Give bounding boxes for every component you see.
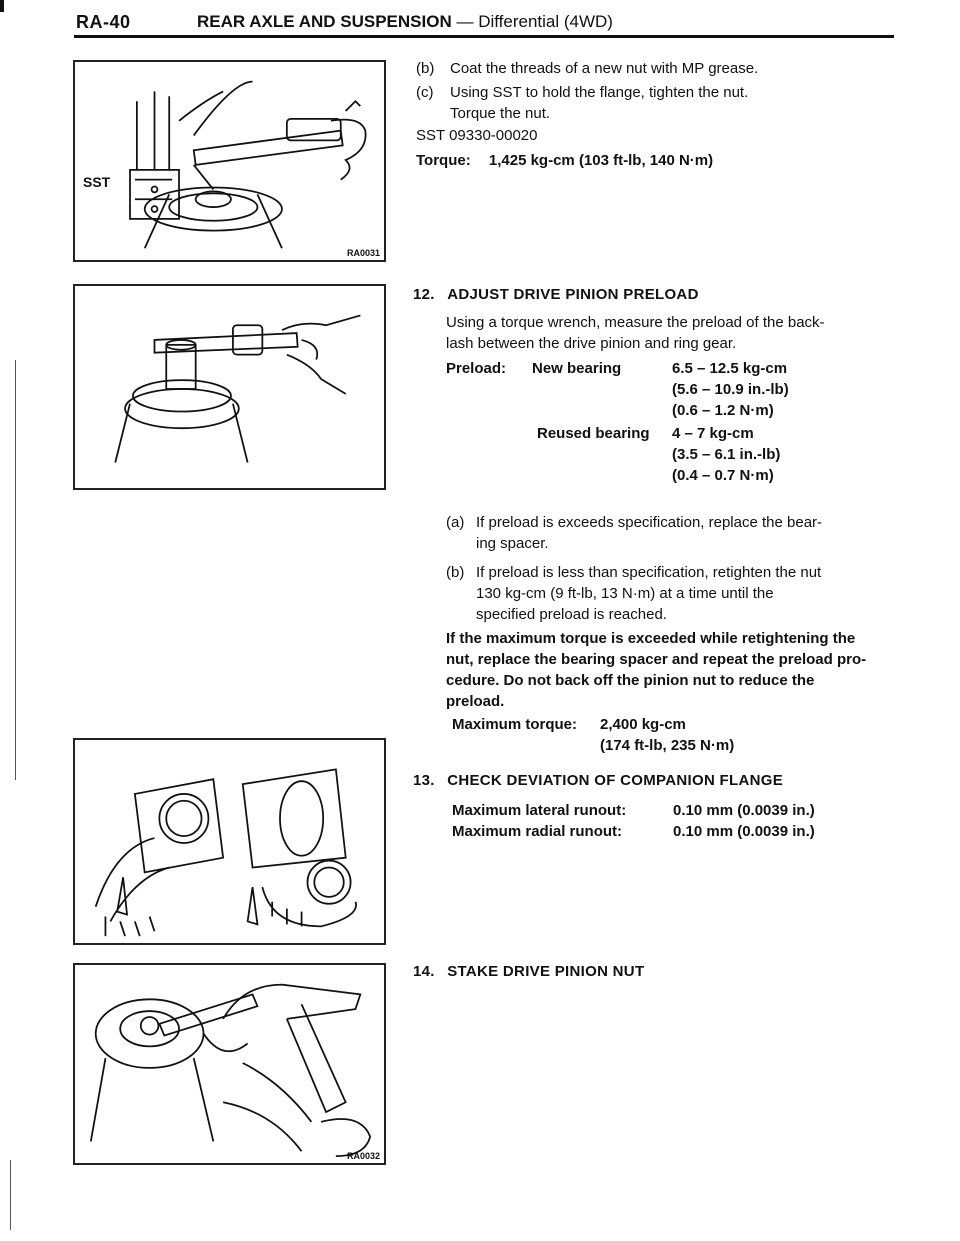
step-12-intro: Using a torque wrench, measure the prelo… bbox=[446, 312, 825, 354]
note-line: cedure. Do not back off the pinion nut t… bbox=[446, 672, 815, 689]
margin-line bbox=[10, 1160, 11, 1230]
reused-bearing-value: (0.4 – 0.7 N·m) bbox=[672, 467, 774, 484]
lateral-runout-value: 0.10 mm (0.0039 in.) bbox=[673, 802, 815, 819]
step-14-heading: 14. STAKE DRIVE PINION NUT bbox=[413, 963, 644, 980]
item-text: Torque the nut. bbox=[450, 105, 551, 122]
item-text: Using SST to hold the flange, tighten th… bbox=[450, 84, 749, 101]
figure-runout bbox=[73, 738, 386, 945]
step-title: STAKE DRIVE PINION NUT bbox=[447, 963, 645, 980]
paragraph-line: Using a torque wrench, measure the prelo… bbox=[446, 314, 825, 331]
corner-mark bbox=[0, 0, 4, 12]
step-prev-c: (c) Using SST to hold the flange, tighte… bbox=[416, 82, 748, 122]
item-marker: (c) bbox=[416, 84, 434, 101]
new-bearing-value: (5.6 – 10.9 in.-lb) bbox=[672, 381, 789, 398]
item-marker: (b) bbox=[446, 564, 465, 581]
margin-line bbox=[15, 360, 16, 780]
item-marker: (b) bbox=[416, 60, 435, 77]
sst-number: SST 09330-00020 bbox=[416, 127, 538, 144]
reused-bearing-value: (3.5 – 6.1 in.-lb) bbox=[672, 446, 781, 463]
step-number: 14. bbox=[413, 963, 435, 980]
reused-bearing-value: 4 – 7 kg-cm bbox=[672, 425, 754, 442]
figure-stake-nut: RA0032 bbox=[73, 963, 386, 1165]
section-title-dash: — bbox=[456, 12, 474, 31]
page-code: RA-40 bbox=[76, 12, 131, 32]
step-13-heading: 13. CHECK DEVIATION OF COMPANION FLANGE bbox=[413, 772, 783, 789]
reused-bearing-label: Reused bearing bbox=[537, 425, 650, 442]
step-12-a: (a) If preload is exceeds specification,… bbox=[446, 512, 822, 552]
step-prev-b: (b) Coat the threads of a new nut with M… bbox=[416, 58, 758, 79]
step-12-note: If the maximum torque is exceeded while … bbox=[446, 628, 866, 712]
illustration-dial-indicators bbox=[94, 768, 357, 937]
item-text: Coat the threads of a new nut with MP gr… bbox=[450, 60, 759, 77]
new-bearing-value: 6.5 – 12.5 kg-cm bbox=[672, 360, 788, 377]
step-number: 13. bbox=[413, 772, 435, 789]
step-12-b: (b) If preload is less than specificatio… bbox=[446, 562, 821, 623]
figure-preload bbox=[73, 284, 386, 490]
step-title: CHECK DEVIATION OF COMPANION FLANGE bbox=[447, 772, 784, 789]
item-text: ing spacer. bbox=[476, 535, 549, 552]
max-torque-label: Maximum torque: bbox=[452, 716, 578, 733]
section-title-main: REAR AXLE AND SUSPENSION bbox=[197, 12, 452, 31]
step-12-heading: 12. ADJUST DRIVE PINION PRELOAD bbox=[413, 286, 699, 303]
new-bearing-value: (0.6 – 1.2 N·m) bbox=[672, 402, 774, 419]
sst-callout: SST bbox=[83, 174, 111, 190]
new-bearing-label: New bearing bbox=[532, 360, 622, 377]
section-subtitle: Differential (4WD) bbox=[478, 12, 613, 31]
figure-code: RA0031 bbox=[346, 248, 380, 258]
spec-label: Torque: bbox=[416, 152, 471, 169]
step-number: 12. bbox=[413, 286, 435, 303]
item-text: specified preload is reached. bbox=[476, 606, 667, 623]
section-title: REAR AXLE AND SUSPENSION — Differential … bbox=[197, 12, 613, 32]
max-torque-value: (174 ft-lb, 235 N·m) bbox=[600, 737, 735, 754]
torque-spec: Torque: 1,425 kg-cm (103 ft-lb, 140 N·m) bbox=[416, 150, 713, 171]
max-torque-value: 2,400 kg-cm bbox=[600, 716, 686, 733]
note-line: If the maximum torque is exceeded while … bbox=[446, 630, 856, 647]
spec-value: 1,425 kg-cm (103 ft-lb, 140 N·m) bbox=[488, 152, 714, 169]
preload-label: Preload: bbox=[446, 360, 507, 377]
item-marker: (a) bbox=[446, 514, 465, 531]
step-title: ADJUST DRIVE PINION PRELOAD bbox=[447, 286, 699, 303]
illustration-sst-wrench bbox=[129, 80, 367, 249]
radial-runout-value: 0.10 mm (0.0039 in.) bbox=[673, 823, 815, 840]
figure-sst-flange: SST RA0031 bbox=[73, 60, 386, 262]
radial-runout-label: Maximum radial runout: bbox=[452, 823, 623, 840]
figure-code: RA0032 bbox=[346, 1151, 380, 1161]
note-line: preload. bbox=[446, 693, 505, 710]
item-text: 130 kg-cm (9 ft-lb, 13 N·m) at a time un… bbox=[476, 585, 774, 602]
item-text: If preload is less than specification, r… bbox=[476, 564, 822, 581]
note-line: nut, replace the bearing spacer and repe… bbox=[446, 651, 867, 668]
illustration-hammer-punch bbox=[89, 983, 372, 1158]
lateral-runout-label: Maximum lateral runout: bbox=[452, 802, 627, 819]
item-text: If preload is exceeds specification, rep… bbox=[476, 514, 823, 531]
paragraph-line: lash between the drive pinion and ring g… bbox=[446, 335, 737, 352]
illustration-torque-wrench bbox=[114, 314, 361, 463]
header-rule bbox=[74, 35, 894, 38]
